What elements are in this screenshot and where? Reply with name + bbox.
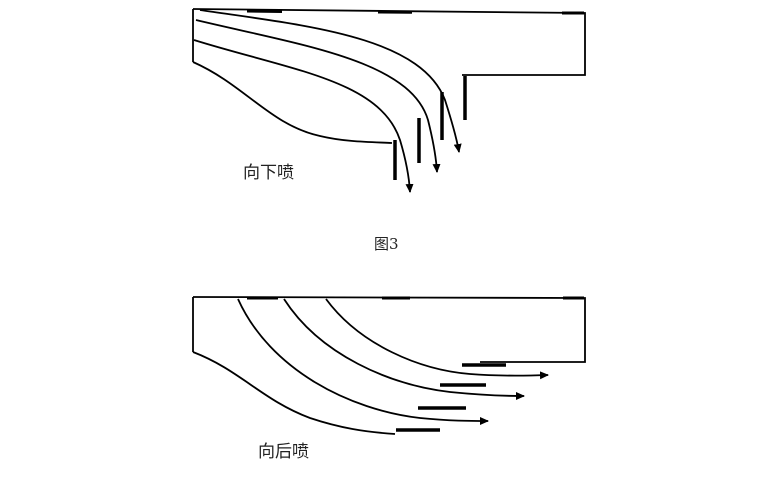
bottom-streamline-1 xyxy=(325,298,549,380)
bottom-wing-outline xyxy=(192,296,586,363)
figure-caption: 图3 xyxy=(374,235,399,253)
bottom-streamline-2 xyxy=(283,298,525,400)
top-edge-mark xyxy=(246,9,283,13)
bottom-wing-lower-contour xyxy=(192,351,396,435)
backward-jet-diagram xyxy=(192,296,586,435)
top-wing-outline xyxy=(192,8,586,76)
top-wing-lower-contour xyxy=(192,61,393,144)
downward-jet-diagram xyxy=(192,8,586,193)
downward-jet-label: 向下喷 xyxy=(243,163,294,183)
bottom-streamline-3 xyxy=(237,298,489,425)
backward-jet-label: 向后喷 xyxy=(258,442,309,462)
top-streamline-3 xyxy=(193,39,414,193)
top-streamline-2 xyxy=(195,19,441,173)
top-streamline-1 xyxy=(199,9,462,153)
